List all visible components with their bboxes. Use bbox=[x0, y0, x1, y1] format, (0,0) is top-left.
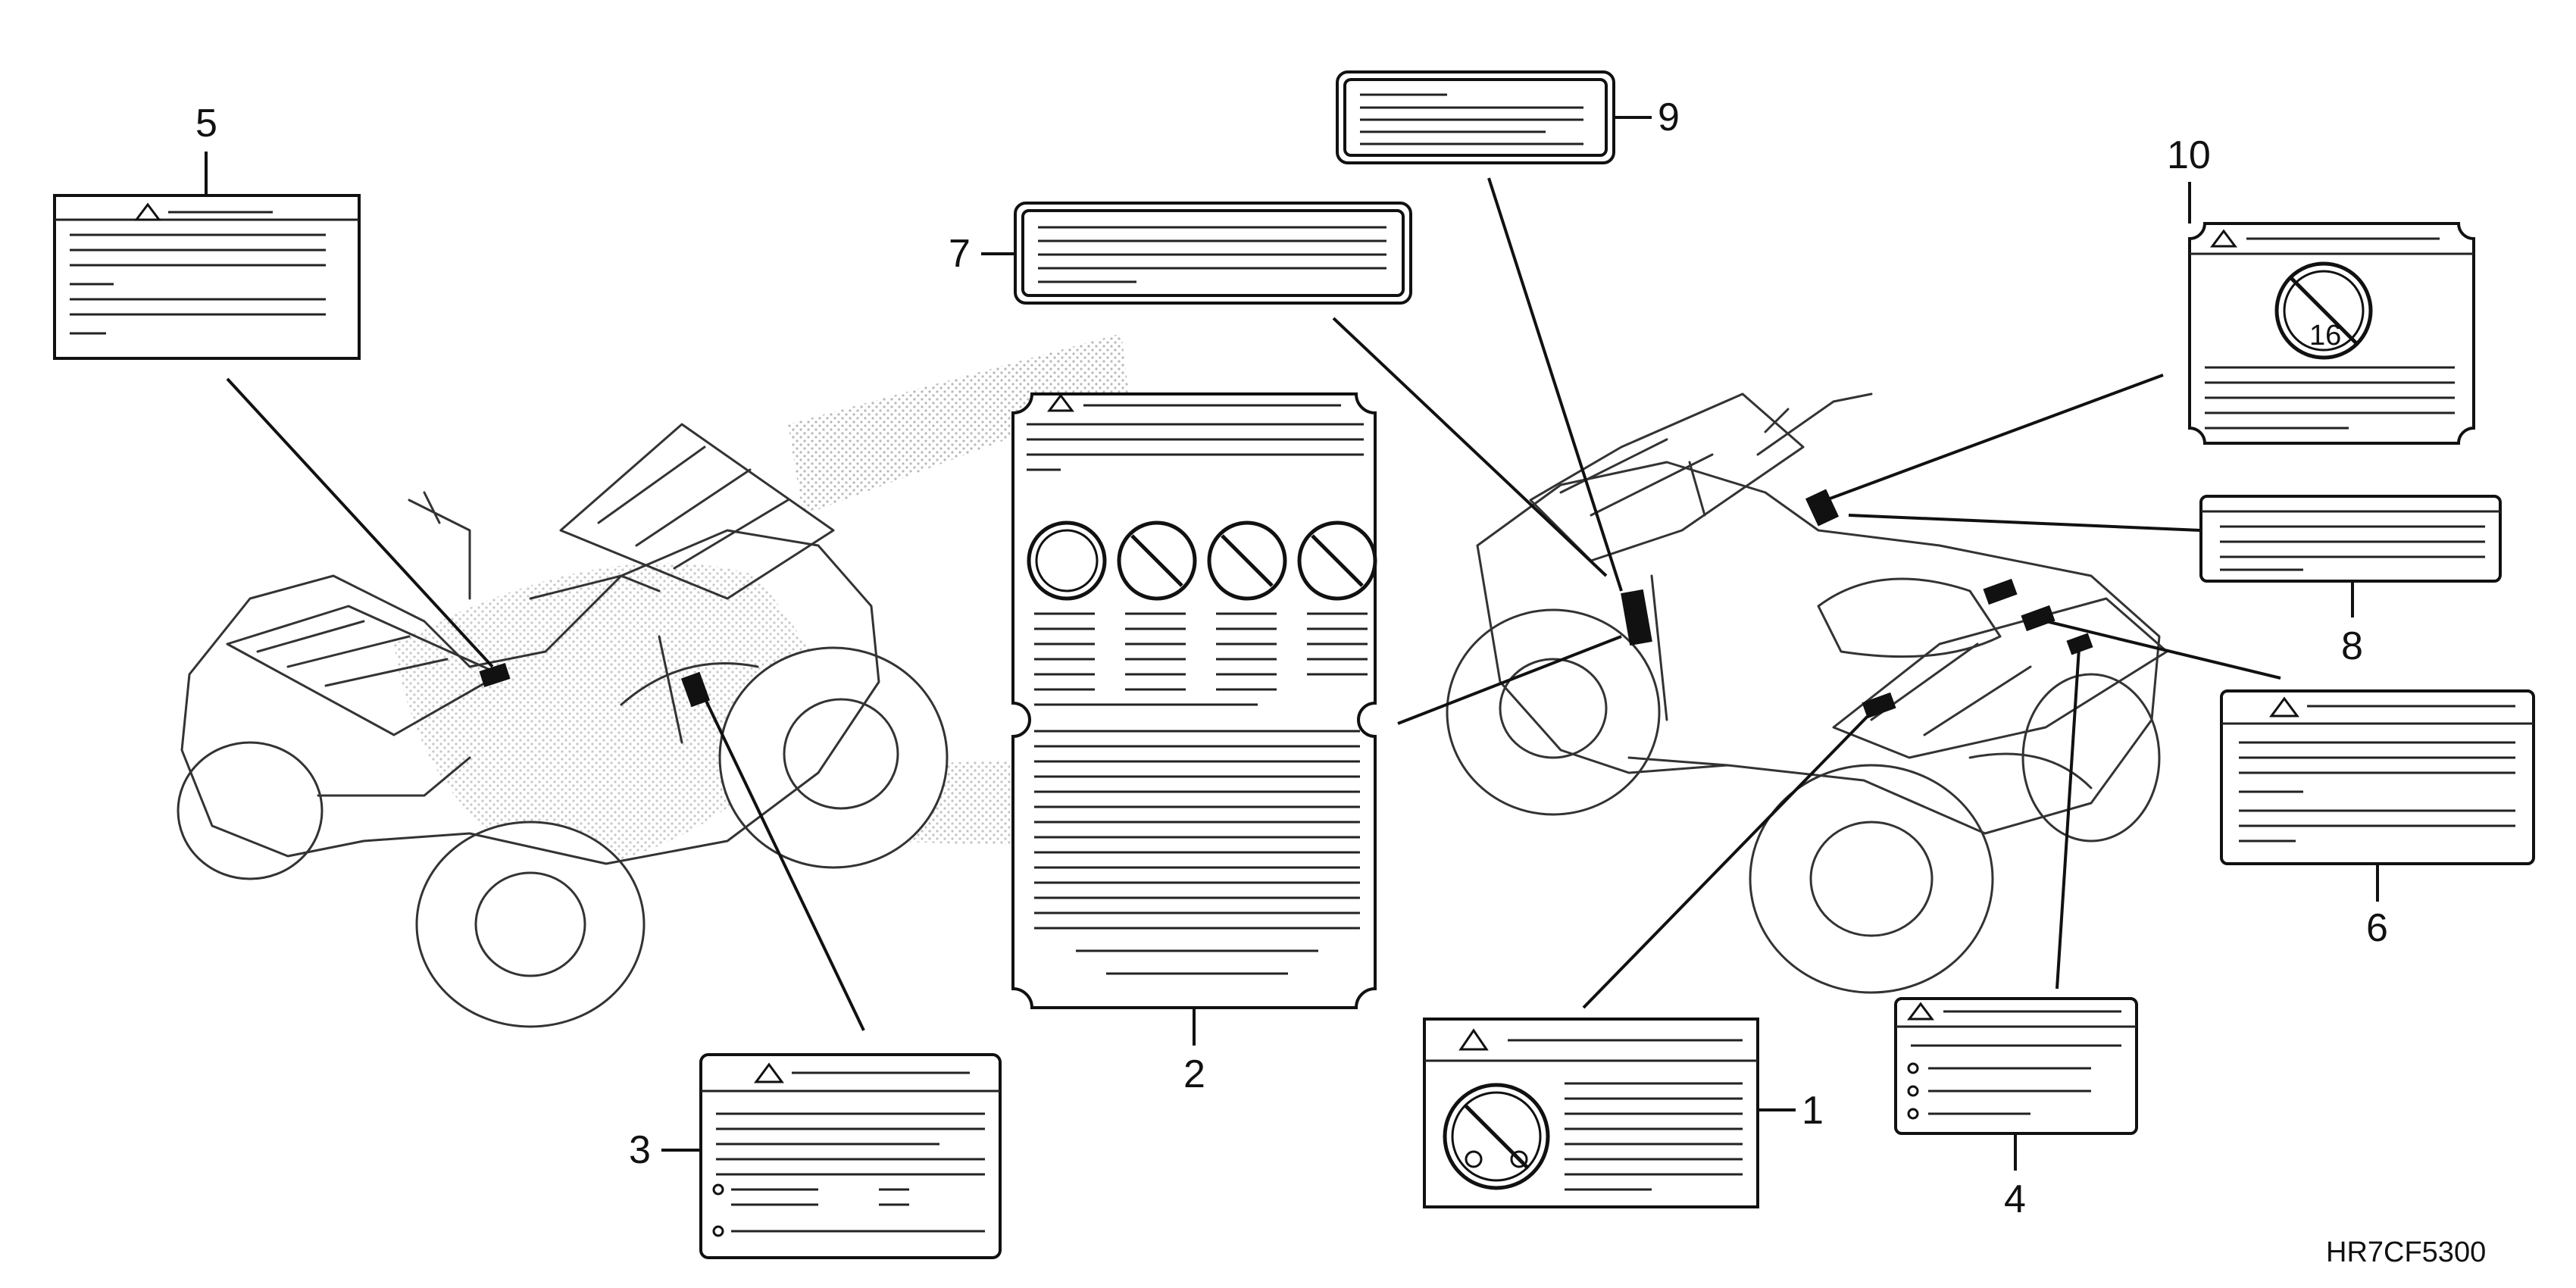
left-fender bbox=[317, 635, 759, 797]
warning-triangle-icon bbox=[1458, 1028, 1489, 1051]
callout-7: 7 bbox=[949, 232, 971, 276]
warning-triangle-icon bbox=[754, 1062, 784, 1083]
leader-lines bbox=[226, 177, 2281, 1031]
bullet-icon bbox=[1907, 1085, 1919, 1097]
callout-3: 3 bbox=[629, 1128, 651, 1172]
bullet-icon bbox=[712, 1225, 724, 1237]
leader-9 bbox=[1487, 177, 1623, 592]
right-front-hub bbox=[1499, 658, 1608, 759]
label-7: 7 bbox=[949, 202, 1412, 305]
callout-1: 1 bbox=[1802, 1089, 1824, 1133]
callout-6: 6 bbox=[2366, 906, 2388, 950]
bullet-icon bbox=[1907, 1062, 1919, 1074]
right-front-rack bbox=[1529, 392, 1805, 562]
right-rear-hub bbox=[1809, 821, 1934, 937]
leader-7 bbox=[1332, 317, 1608, 577]
label-9: 9 bbox=[1336, 70, 1680, 164]
body-shading bbox=[394, 562, 833, 871]
warning-triangle-icon bbox=[1907, 1002, 1934, 1021]
callout-10: 10 bbox=[2167, 133, 2211, 177]
left-front-hub bbox=[474, 871, 586, 977]
label-2: 2 bbox=[1011, 392, 1377, 1096]
left-handlebars bbox=[408, 491, 661, 600]
leader-8 bbox=[1848, 514, 2202, 532]
left-atv-body bbox=[180, 529, 880, 865]
bullet-icon bbox=[1907, 1108, 1919, 1120]
right-atv-body bbox=[1476, 461, 2161, 835]
prohibition-circle-icon bbox=[1207, 521, 1287, 601]
leader-1 bbox=[1582, 703, 1880, 1009]
label-4: 4 bbox=[1894, 997, 2138, 1221]
left-front-wheel-far bbox=[177, 741, 324, 880]
warning-triangle-icon bbox=[2210, 229, 2237, 248]
label-3: 3 bbox=[629, 1053, 1002, 1259]
diagram-code: HR7CF5300 bbox=[2326, 1236, 2486, 1268]
label-6: 6 bbox=[2220, 689, 2535, 950]
label-5: 5 bbox=[53, 102, 361, 360]
right-handlebars bbox=[1688, 392, 1873, 517]
left-rear-rack bbox=[559, 423, 835, 600]
warning-triangle-icon bbox=[2269, 696, 2299, 717]
label-8: 8 bbox=[2199, 495, 2502, 668]
no-passenger-icon bbox=[1443, 1083, 1550, 1190]
right-seat bbox=[1817, 577, 2002, 658]
leader-6 bbox=[2030, 616, 2281, 680]
leader-4 bbox=[2055, 636, 2081, 989]
right-rear-wheel-far bbox=[2021, 673, 2161, 843]
callout-8: 8 bbox=[2341, 624, 2363, 668]
decal-location-mark bbox=[1983, 578, 2018, 605]
callout-9: 9 bbox=[1658, 95, 1680, 139]
warning-circle-icon bbox=[1027, 521, 1107, 601]
decal-location-mark bbox=[1621, 589, 1652, 646]
callout-4: 4 bbox=[2004, 1177, 2026, 1221]
label-1: 1 bbox=[1423, 1018, 1824, 1208]
callout-5: 5 bbox=[195, 102, 217, 145]
decal-location-mark bbox=[680, 671, 711, 708]
age-restriction-number: 16 bbox=[2309, 320, 2341, 352]
prohibition-circle-icon bbox=[1297, 521, 1377, 601]
label-10: 10 16 bbox=[2167, 133, 2475, 445]
leader-10 bbox=[1825, 374, 2164, 502]
left-rear-hub bbox=[783, 698, 899, 810]
warning-triangle-icon bbox=[1047, 393, 1074, 412]
callout-2: 2 bbox=[1183, 1052, 1205, 1096]
shading-region bbox=[788, 333, 1129, 515]
leader-2 bbox=[1397, 635, 1622, 725]
atv-left-view bbox=[177, 333, 1129, 1028]
age-restriction-icon bbox=[2274, 261, 2373, 360]
bullet-icon bbox=[712, 1183, 724, 1196]
atv-right-view bbox=[1446, 392, 2168, 994]
warning-triangle-icon bbox=[134, 202, 161, 221]
leader-5 bbox=[226, 377, 494, 668]
prohibition-circle-icon bbox=[1117, 521, 1197, 601]
leader-3 bbox=[696, 681, 865, 1031]
label-2-icons bbox=[1027, 521, 1377, 601]
decal-location-mark bbox=[479, 662, 511, 688]
decal-location-mark bbox=[1805, 489, 1840, 527]
right-fender bbox=[1627, 574, 2093, 789]
